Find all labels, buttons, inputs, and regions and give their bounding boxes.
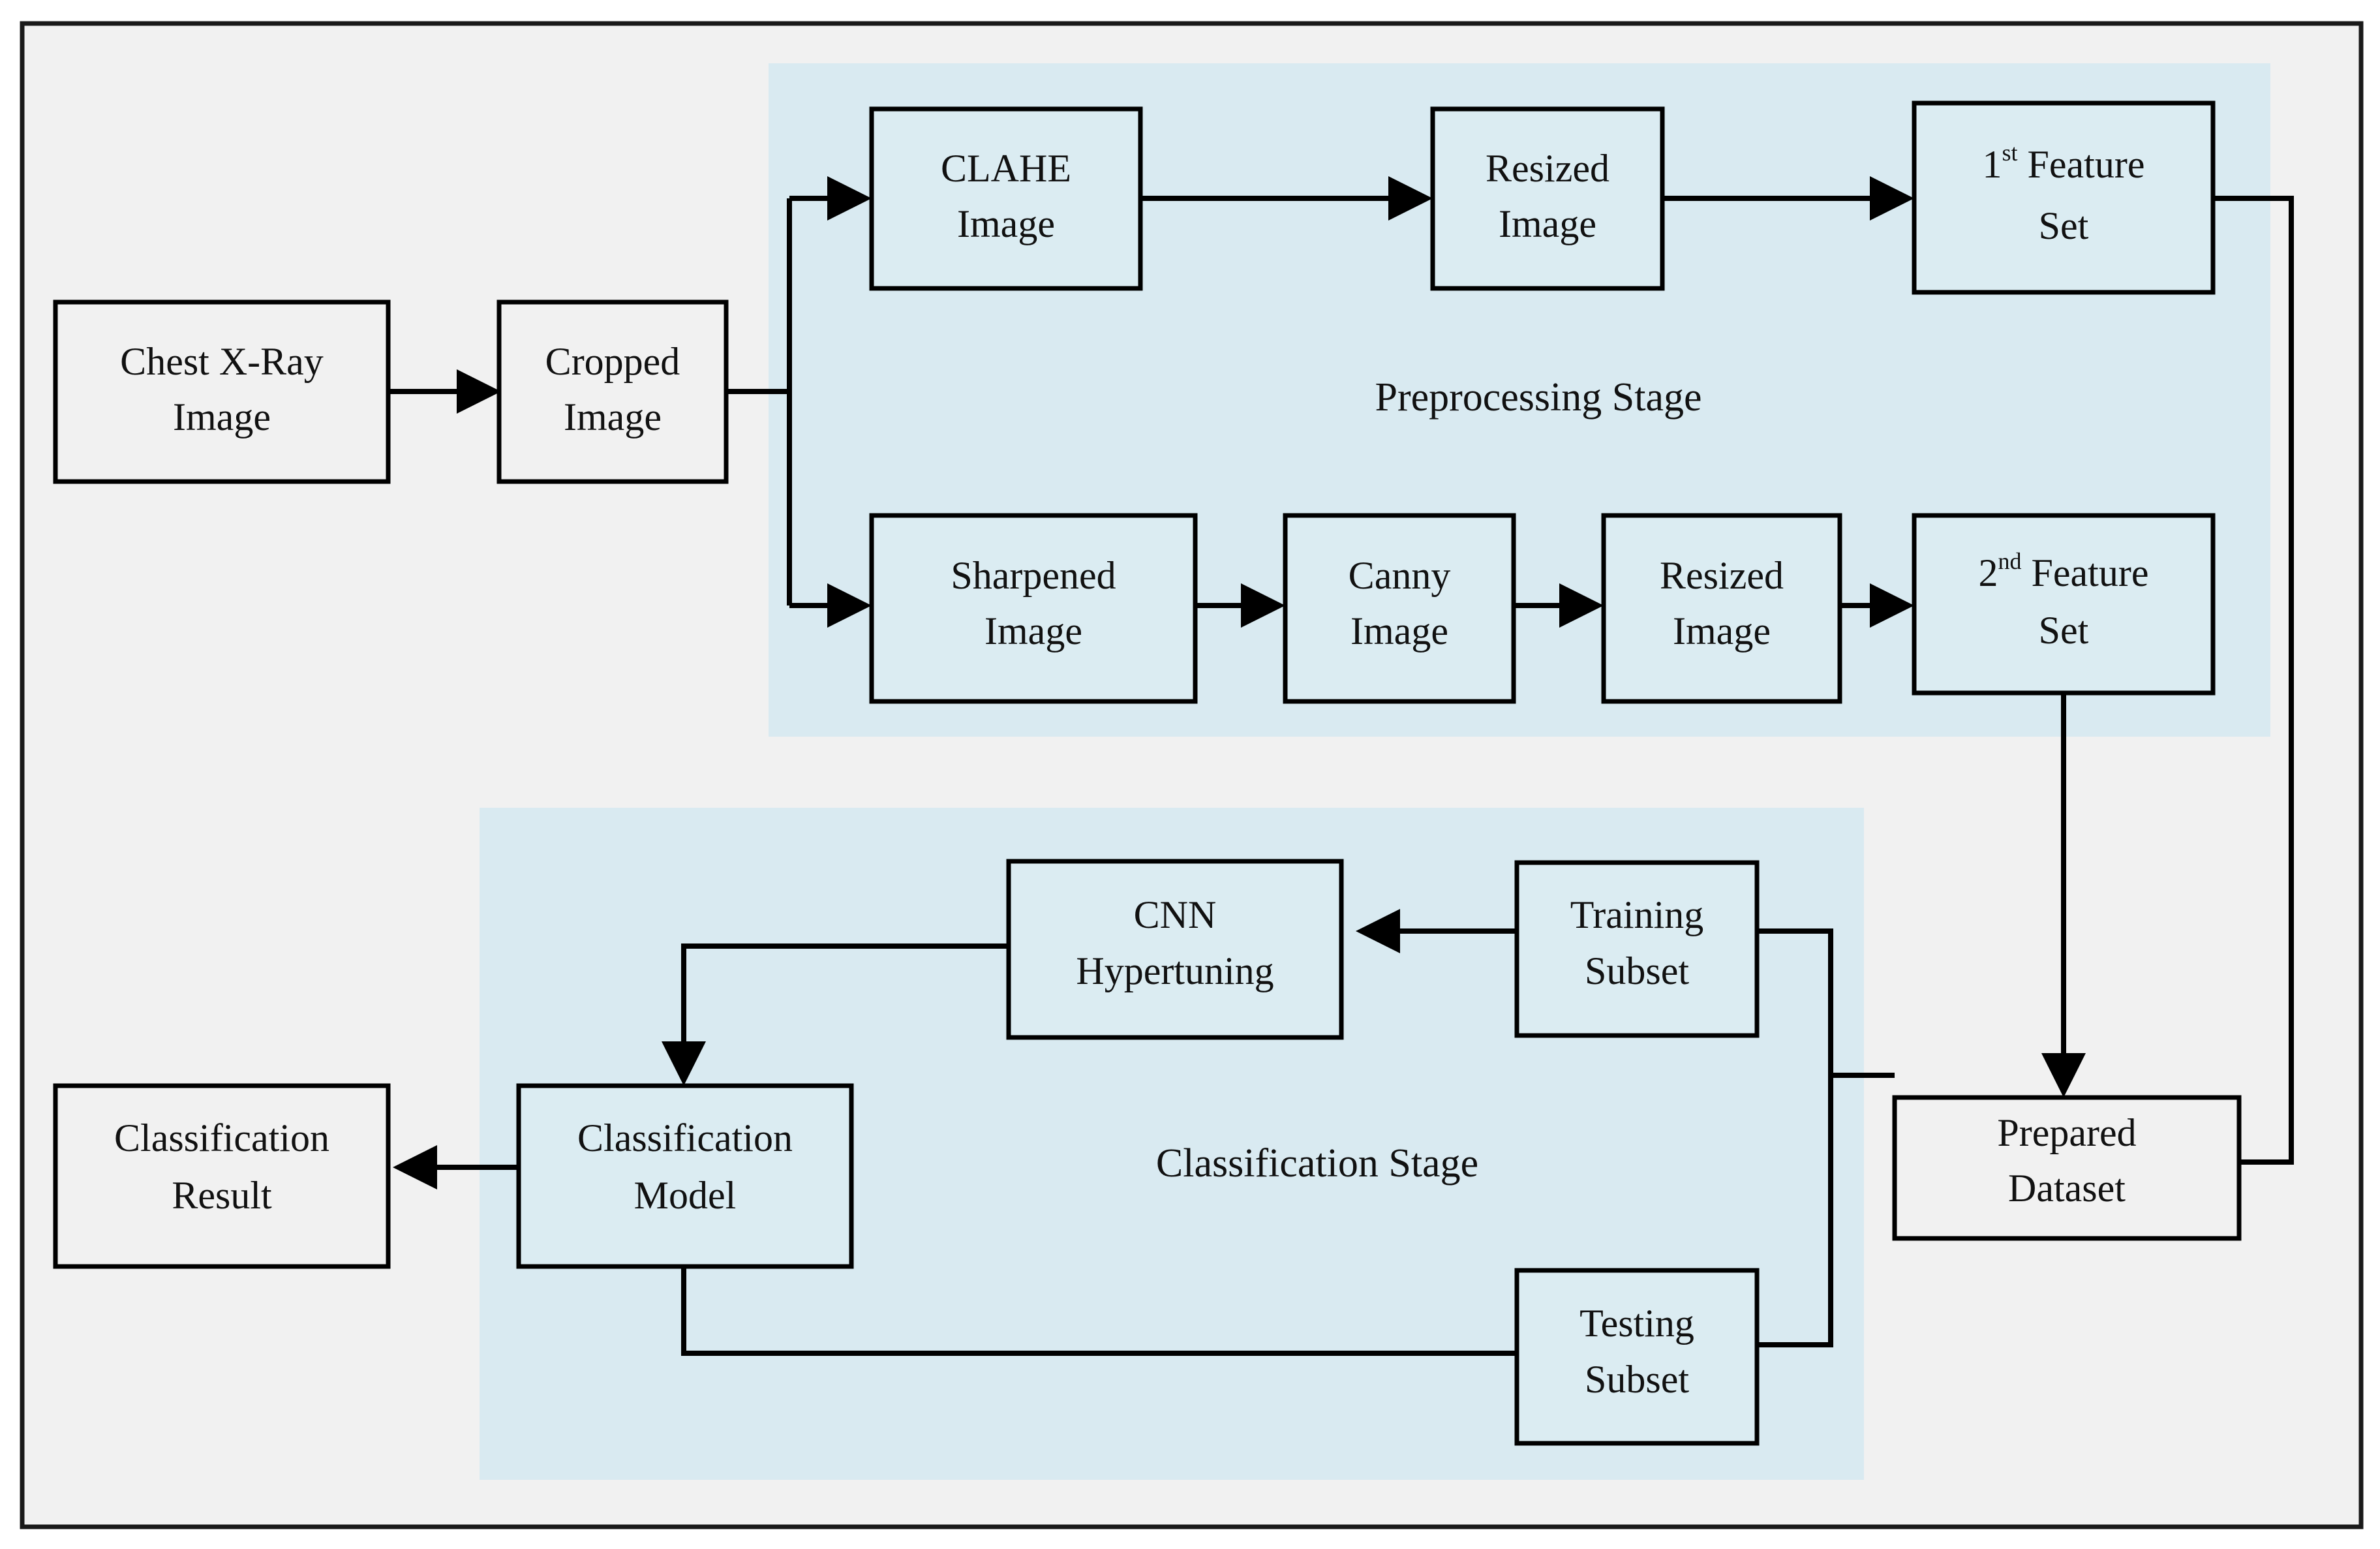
node-resized-top-line2: Image <box>1499 202 1596 245</box>
preprocessing-stage-caption: Preprocessing Stage <box>1375 375 1701 420</box>
edge-split-to-clahe <box>789 176 872 221</box>
node-resized-bottom-line1: Resized <box>1660 554 1784 597</box>
node-classification-model-line2: Model <box>634 1174 737 1217</box>
node-cnn-hypertuning-line1: CNN <box>1134 893 1217 936</box>
edge-cropped-to-split <box>726 198 792 606</box>
node-classification-result-line2: Result <box>172 1174 272 1217</box>
node-prepared-dataset-line2: Dataset <box>2008 1167 2126 1210</box>
node-prepared-dataset-line1: Prepared <box>1997 1111 2136 1154</box>
node-canny-line2: Image <box>1350 609 1448 652</box>
node-canny-image[interactable]: Canny Image <box>1283 513 1516 704</box>
node-feature-set-1-line2: Set <box>2039 204 2089 247</box>
node-first-feature-set[interactable]: 1st Feature Set <box>1912 100 2216 295</box>
edge-feature-set-2-to-prepared-dataset <box>2041 693 2086 1097</box>
node-cropped-line2: Image <box>564 395 662 438</box>
edge-split-to-sharpened <box>789 583 872 628</box>
edge-canny-to-resized-bottom <box>1514 583 1604 628</box>
node-feature-set-2-line2: Set <box>2039 609 2089 652</box>
edge-classification-model-to-classification-result <box>393 1145 519 1189</box>
node-clahe-line2: Image <box>957 202 1055 245</box>
node-clahe-image[interactable]: CLAHE Image <box>869 106 1143 291</box>
edge-resized-bottom-to-feature-set-2 <box>1840 583 1914 628</box>
node-classification-model[interactable]: Classification Model <box>516 1083 854 1269</box>
edge-sharpened-to-canny <box>1195 583 1285 628</box>
classification-stage-caption: Classification Stage <box>1156 1141 1478 1186</box>
node-cnn-hypertuning[interactable]: CNN Hypertuning <box>1006 859 1344 1040</box>
edge-resized-top-to-feature-set-1 <box>1662 176 1914 221</box>
edge-cnn-hypertuning-to-classification-model <box>662 943 1009 1086</box>
node-sharpened-image[interactable]: Sharpened Image <box>869 513 1198 704</box>
node-sharpened-line1: Sharpened <box>951 554 1116 597</box>
node-clahe-line1: CLAHE <box>941 147 1071 190</box>
node-classification-result-line1: Classification <box>114 1116 329 1159</box>
node-second-feature-set[interactable]: 2nd Feature Set <box>1912 513 2216 696</box>
node-classification-result[interactable]: Classification Result <box>53 1083 391 1269</box>
node-testing-subset-line2: Subset <box>1585 1358 1689 1401</box>
node-classification-model-line1: Classification <box>577 1116 793 1159</box>
node-resized-image-bottom[interactable]: Resized Image <box>1601 513 1842 704</box>
node-cropped-image[interactable]: Cropped Image <box>496 299 729 484</box>
node-cropped-line1: Cropped <box>545 340 680 383</box>
node-training-subset-line1: Training <box>1570 893 1704 936</box>
node-feature-set-2-line1: 2nd Feature <box>1979 548 2149 594</box>
edge-clahe-to-resized-top <box>1140 176 1433 221</box>
node-resized-bottom-line2: Image <box>1673 609 1771 652</box>
node-canny-line1: Canny <box>1349 554 1451 597</box>
node-chest-xray-image[interactable]: Chest X-Ray Image <box>53 299 391 484</box>
node-chest-xray-line1: Chest X-Ray <box>120 340 324 383</box>
node-chest-xray-line2: Image <box>173 395 271 438</box>
node-training-subset-line2: Subset <box>1585 949 1689 992</box>
edge-chest-xray-to-cropped <box>388 369 501 414</box>
edge-training-subset-to-cnn-hypertuning <box>1356 909 1517 953</box>
node-testing-subset[interactable]: Testing Subset <box>1514 1268 1760 1446</box>
node-feature-set-1-line1: 1st Feature <box>1983 140 2145 186</box>
node-testing-subset-line1: Testing <box>1579 1302 1694 1345</box>
node-resized-top-line1: Resized <box>1486 147 1610 190</box>
node-sharpened-line2: Image <box>984 609 1082 652</box>
node-training-subset[interactable]: Training Subset <box>1514 860 1760 1038</box>
node-cnn-hypertuning-line2: Hypertuning <box>1076 949 1274 992</box>
node-resized-image-top[interactable]: Resized Image <box>1430 106 1665 291</box>
node-prepared-dataset[interactable]: Prepared Dataset <box>1892 1095 2242 1241</box>
